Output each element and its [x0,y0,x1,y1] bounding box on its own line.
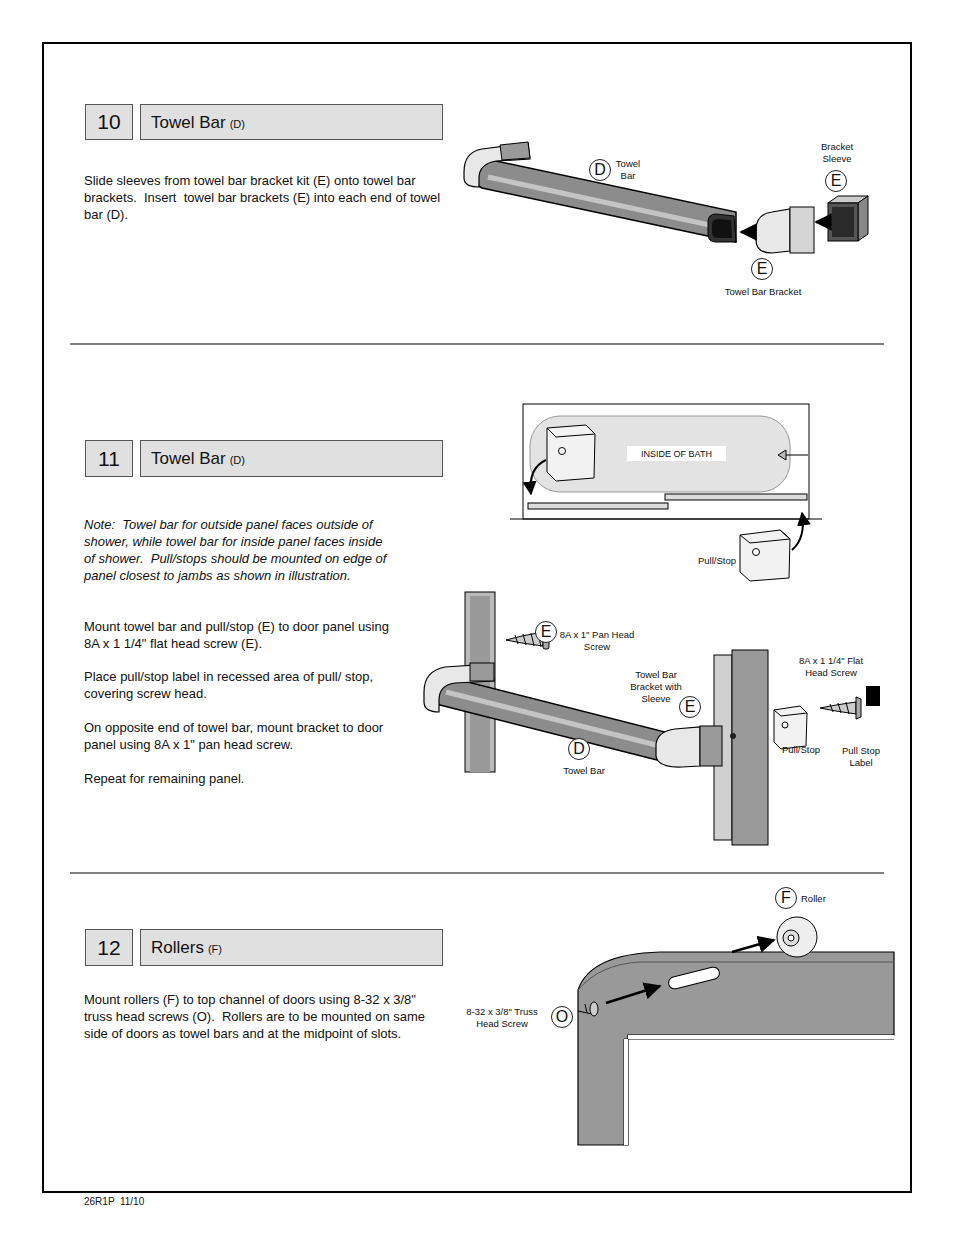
node-text: E [831,173,842,189]
callout-letter: D [589,159,611,181]
step-number-box: 12 [85,929,133,966]
node-text: 12 [97,936,120,960]
instruction-text: Place pull/stop label in recessed area o… [84,668,384,702]
part-label: Bracket Sleeve [810,141,864,165]
part-label: Pull Stop Label [836,745,886,769]
instruction-text: Mount rollers (F) to top channel of door… [84,991,429,1042]
roller [777,917,817,957]
node-text: Towel Bar [151,113,226,132]
instruction-text: Repeat for remaining panel. [84,770,384,787]
towel-bar-figure [464,142,736,242]
part-label: 8A x 1" Pan Head Screw [558,629,636,653]
top-channel [578,940,894,1145]
towel-bar-bracket [741,207,814,253]
part-label: Towel Bar Bracket with Sleeve [620,669,692,705]
callout-letter: D [568,738,590,760]
callout-letter: F [775,887,797,909]
callout-letter: E [679,696,701,718]
node-text: E [757,261,768,277]
part-label: 8A x 1 1/4" Flat Head Screw [790,655,872,679]
part-label: 8-32 x 3/8" Truss Head Screw [456,1006,548,1030]
divider [70,344,884,345]
node-subtext: (D) [230,118,245,130]
part-label: Towel Bar [610,158,646,182]
node-text: D [573,741,585,757]
step-title-box: Towel Bar (D) [140,104,443,140]
part-label: Towel Bar Bracket [712,286,814,298]
part-label: Pull/Stop [684,555,736,567]
node-text: Towel Bar [151,449,226,468]
page-frame [43,43,911,1192]
step-number-box: 11 [85,440,133,477]
region-label-box: INSIDE OF BATH [627,446,726,461]
footer-code: 26R1P 11/10 [84,1196,204,1208]
node-text: 11 [98,447,120,471]
callout-letter: O [551,1006,573,1028]
towel-bar-mounted [424,663,722,767]
callout-letter: E [535,621,557,643]
instruction-text: Slide sleeves from towel bar bracket kit… [84,172,444,223]
node-subtext: (D) [230,454,245,466]
note-text: Note: Towel bar for outside panel faces … [84,516,390,584]
instruction-text: On opposite end of towel bar, mount brac… [84,719,384,753]
node-text: F [781,890,791,906]
node-text: Rollers [151,938,204,957]
tub-plan [510,404,822,581]
bracket-sleeve [816,196,868,241]
node-text: 10 [97,110,120,134]
divider [70,873,884,874]
node-text: INSIDE OF BATH [641,449,712,459]
node-text: E [541,624,552,640]
part-label: Pull/Stop [774,744,828,756]
pull-stop [774,686,880,749]
callout-letter: E [751,258,773,280]
step-number-box: 10 [85,104,133,140]
node-text: D [594,162,606,178]
flat-head-screw [820,697,861,719]
node-text: O [556,1009,568,1025]
callout-letter: E [825,170,847,192]
step-title-box: Towel Bar (D) [140,440,443,477]
node-subtext: (F) [208,943,222,955]
part-label: Roller [801,893,845,905]
instruction-text: Mount towel bar and pull/stop (E) to doo… [84,618,394,652]
part-label: Towel Bar [556,765,612,777]
step-title-box: Rollers (F) [140,929,443,966]
node-text: E [685,699,696,715]
truss-head-screw [578,1002,598,1016]
